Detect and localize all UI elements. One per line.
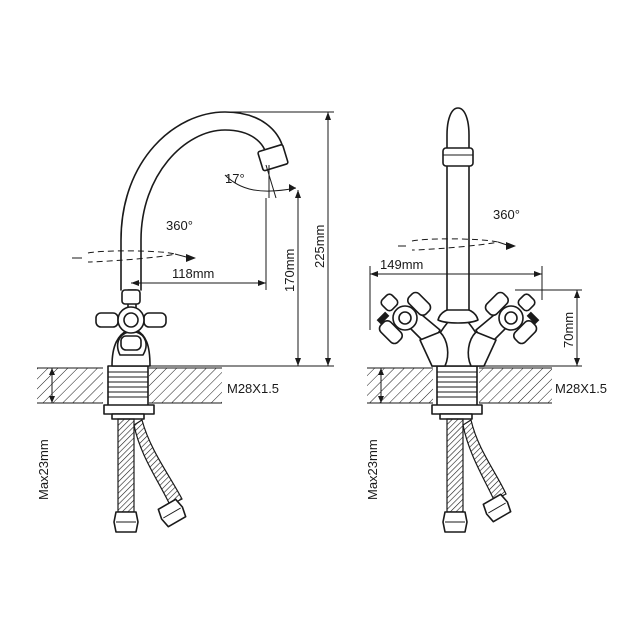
left-thickness-label: Max23mm (36, 439, 51, 500)
reach-dimension (131, 198, 267, 290)
handle-span-dimension (369, 266, 543, 330)
handle-height-label: 70mm (561, 312, 576, 348)
left-spout (120, 111, 289, 291)
right-view-left-handle (376, 291, 449, 367)
left-thread-label: M28X1.5 (227, 381, 279, 396)
left-shank (103, 365, 155, 420)
left-rotation-arrow (72, 250, 196, 263)
reach-label: 118mm (172, 266, 214, 281)
right-hoses (442, 418, 512, 533)
right-spout (442, 107, 474, 311)
left-hoses (113, 418, 187, 533)
left-rotation-label: 360° (166, 218, 193, 233)
right-thickness-dimension (374, 367, 388, 403)
spout-height-label: 170mm (282, 249, 297, 292)
handle-span-label: 149mm (380, 257, 423, 272)
right-shank (431, 365, 483, 420)
right-view-right-handle (467, 291, 540, 367)
total-height-dimension (150, 111, 334, 367)
right-rotation-label: 360° (493, 207, 520, 222)
angle-indicator (224, 164, 297, 199)
angle-label: 17° (225, 171, 245, 186)
right-thread-label: M28X1.5 (555, 381, 607, 396)
left-thickness-dimension (45, 367, 59, 403)
handle-height-dimension (484, 289, 582, 367)
right-view: 360° 149mm 70mm M28X1.5 Max23mm (365, 107, 607, 533)
right-thickness-label: Max23mm (365, 439, 380, 500)
total-height-label: 225mm (312, 225, 327, 268)
spout-height-dimension (295, 190, 301, 366)
left-view: 360° 17° 118mm 170mm 225mm M28X1.5 Max23… (36, 111, 334, 533)
left-cross-handle (95, 289, 167, 351)
right-rotation-arrow (398, 238, 516, 251)
